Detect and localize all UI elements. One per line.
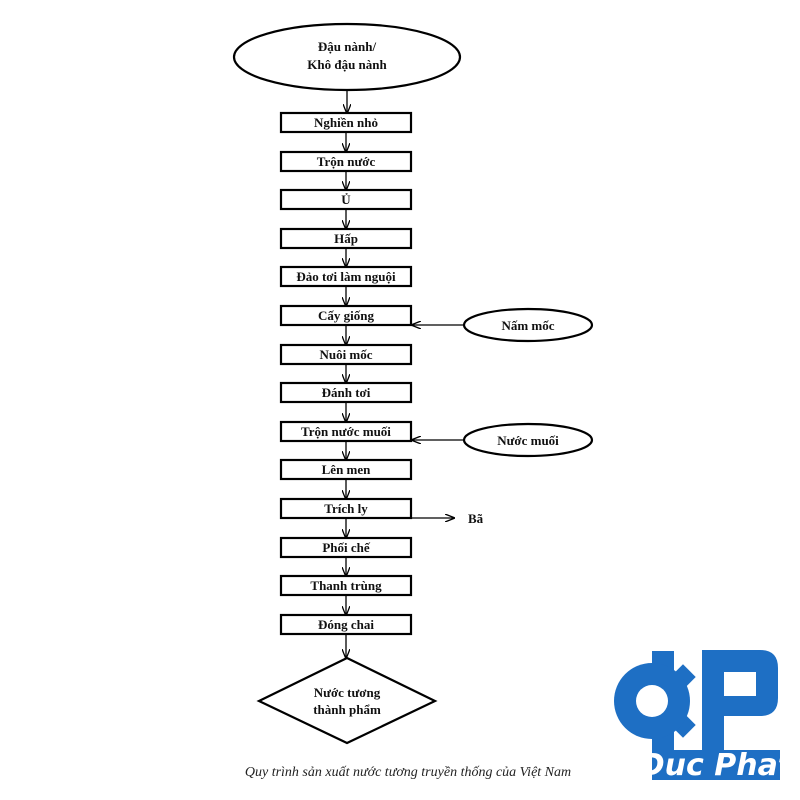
step-box: Đảo tơi làm nguội	[279, 265, 413, 288]
step-box: Lên men	[279, 458, 413, 481]
step-label: Trộn nước	[317, 154, 376, 169]
duc-phat-logo: Duc Phat	[614, 650, 794, 783]
step-box: Nghiền nhỏ	[279, 111, 413, 134]
output-ba: Bã	[411, 511, 484, 526]
step-label: Đảo tơi làm nguội	[296, 269, 396, 284]
end-node: Nước tương thành phẩm	[256, 656, 438, 745]
step-label: Cấy giống	[318, 308, 374, 323]
step-box: Đóng chai	[279, 613, 413, 636]
step-label: Thanh trùng	[310, 578, 382, 593]
diagram-caption: Quy trình sản xuất nước tương truyền thố…	[245, 765, 571, 780]
start-node-line2: Khô đậu nành	[307, 57, 387, 72]
start-node-line1: Đậu nành/	[318, 39, 377, 54]
step-box: Phối chế	[279, 536, 413, 559]
step-label: Trộn nước muối	[301, 424, 391, 439]
step-label: Lên men	[322, 462, 372, 477]
step-label: Ủ	[341, 192, 351, 207]
end-node-line1: Nước tương	[314, 685, 381, 700]
step-box: Nuôi mốc	[279, 343, 413, 366]
step-box: Trộn nước muối	[279, 420, 413, 443]
gear-icon	[614, 651, 696, 750]
step-label: Đánh tơi	[322, 385, 371, 400]
step-box: Đánh tơi	[279, 381, 413, 404]
logo-text: Duc Phat	[640, 748, 794, 783]
end-node-line2: thành phẩm	[313, 702, 381, 717]
step-box: Trích ly	[279, 497, 413, 520]
step-label: Đóng chai	[318, 617, 374, 632]
input-nuoc-muoi-label: Nước muối	[497, 433, 559, 448]
step-box: Hấp	[279, 227, 413, 250]
letter-p-mark	[702, 650, 778, 752]
step-label: Trích ly	[324, 501, 368, 516]
step-box: Trộn nước	[279, 150, 413, 173]
step-box: Thanh trùng	[279, 574, 413, 597]
output-ba-label: Bã	[468, 511, 484, 526]
input-nam-moc: Nấm mốc	[412, 307, 594, 343]
step-label: Nghiền nhỏ	[314, 115, 378, 130]
input-nam-moc-label: Nấm mốc	[501, 318, 554, 333]
step-label: Nuôi mốc	[319, 347, 372, 362]
step-box: Cấy giống	[279, 304, 413, 327]
step-box: Ủ	[279, 188, 413, 211]
start-node: Đậu nành/ Khô đậu nành	[232, 22, 462, 92]
step-label: Phối chế	[322, 540, 371, 555]
step-label: Hấp	[334, 231, 358, 246]
input-nuoc-muoi: Nước muối	[412, 422, 594, 458]
